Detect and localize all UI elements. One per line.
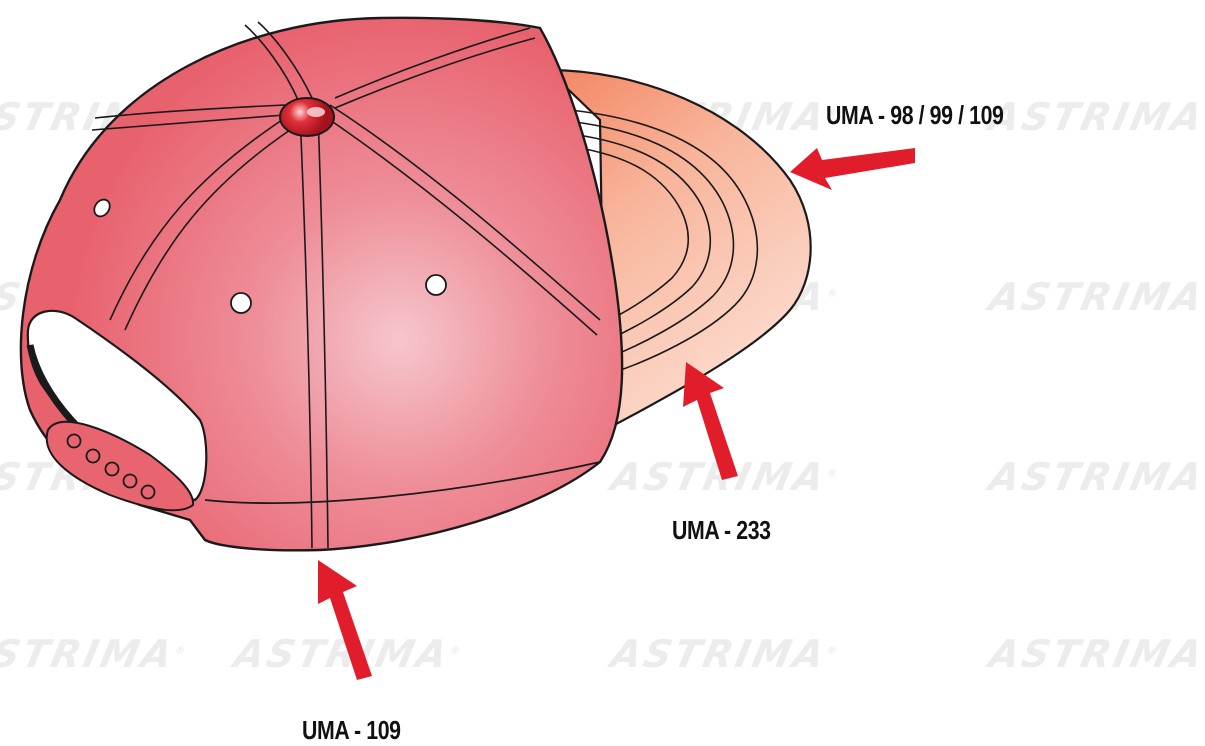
callout-visor-edge: UMA - 98 / 99 / 109 xyxy=(826,100,1003,131)
callout-visor-under: UMA - 233 xyxy=(672,515,771,546)
arrow-visor-edge xyxy=(790,148,915,190)
callout-crown-bottom: UMA - 109 xyxy=(302,715,401,746)
arrow-visor-under xyxy=(683,362,738,480)
crown xyxy=(21,18,622,551)
arrow-crown-bottom xyxy=(318,560,372,680)
